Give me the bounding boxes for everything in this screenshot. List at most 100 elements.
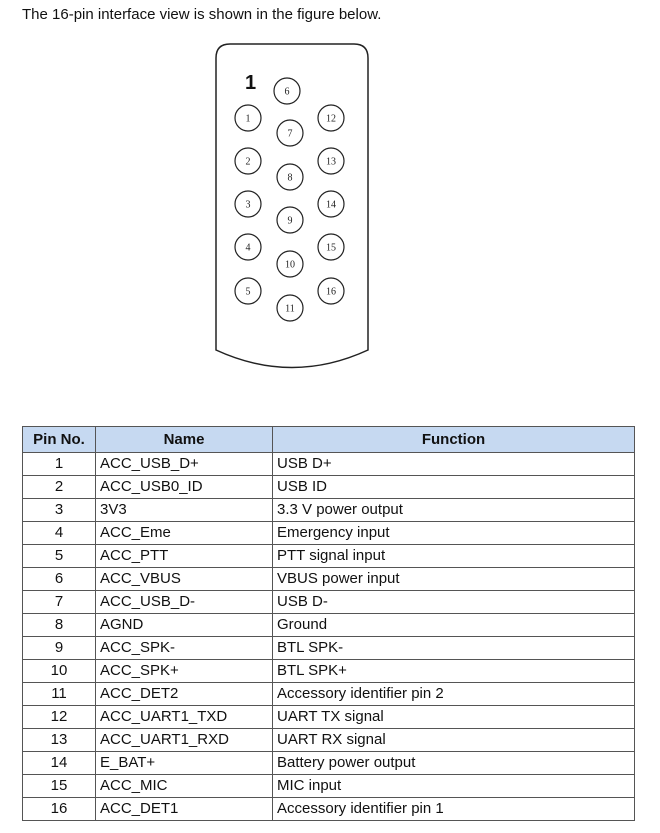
pin-circle <box>276 250 304 278</box>
pin-name-cell: ACC_MIC <box>95 774 273 798</box>
pin-13: 13 <box>317 147 345 175</box>
pin-name-cell: AGND <box>95 613 273 637</box>
pin-circle <box>317 233 345 261</box>
header-function: Function <box>272 426 635 453</box>
pin-function-cell: Accessory identifier pin 1 <box>272 797 635 821</box>
pin-name-cell: ACC_DET1 <box>95 797 273 821</box>
pin-name-cell: E_BAT+ <box>95 751 273 775</box>
pin-circle <box>317 277 345 305</box>
pin-number-cell: 11 <box>22 682 96 706</box>
pin-number-cell: 8 <box>22 613 96 637</box>
pin-number-cell: 9 <box>22 636 96 660</box>
pin-number-label: 12 <box>326 114 336 125</box>
header-name: Name <box>95 426 273 453</box>
pin-number-cell: 2 <box>22 475 96 499</box>
pin-function-cell: Emergency input <box>272 521 635 545</box>
pin-15: 15 <box>317 233 345 261</box>
pin-function-cell: USB D- <box>272 590 635 614</box>
pin-2: 2 <box>234 147 262 175</box>
pin-number-cell: 12 <box>22 705 96 729</box>
pin-circle <box>317 147 345 175</box>
pin-number-label: 3 <box>246 200 251 211</box>
pin-name-cell: ACC_SPK- <box>95 636 273 660</box>
connector-outline <box>215 43 369 369</box>
pin-6: 6 <box>273 77 301 105</box>
pin-circle <box>276 163 304 191</box>
pin-circle <box>234 233 262 261</box>
pin-function-cell: VBUS power input <box>272 567 635 591</box>
pin-number-cell: 13 <box>22 728 96 752</box>
pin-16: 16 <box>317 277 345 305</box>
pin-number-label: 15 <box>326 243 336 254</box>
pin-number-label: 4 <box>246 243 251 254</box>
pin-number-cell: 7 <box>22 590 96 614</box>
pin-name-cell: ACC_Eme <box>95 521 273 545</box>
pin-circle <box>273 77 301 105</box>
pin-number-cell: 10 <box>22 659 96 683</box>
pin-number-cell: 14 <box>22 751 96 775</box>
pin-number-cell: 15 <box>22 774 96 798</box>
pin-number-label: 6 <box>285 87 290 98</box>
pin-number-label: 11 <box>285 304 295 315</box>
pin-number-cell: 1 <box>22 452 96 476</box>
pin-8: 8 <box>276 163 304 191</box>
pin-circle <box>276 206 304 234</box>
pin-name-cell: ACC_USB0_ID <box>95 475 273 499</box>
pin-circle <box>234 190 262 218</box>
pin-11: 11 <box>276 294 304 322</box>
pin-function-cell: BTL SPK+ <box>272 659 635 683</box>
pin-function-cell: Accessory identifier pin 2 <box>272 682 635 706</box>
pin-number-cell: 4 <box>22 521 96 545</box>
pin-circle <box>234 104 262 132</box>
pin-circle <box>234 147 262 175</box>
header-pin-no: Pin No. <box>22 426 96 453</box>
pin-function-cell: MIC input <box>272 774 635 798</box>
pin-function-cell: 3.3 V power output <box>272 498 635 522</box>
pin-number-cell: 3 <box>22 498 96 522</box>
pin-circle <box>317 104 345 132</box>
pin-circle <box>276 119 304 147</box>
pin-name-cell: ACC_PTT <box>95 544 273 568</box>
pin-number-label: 1 <box>246 114 251 125</box>
pin-function-cell: Battery power output <box>272 751 635 775</box>
pin-number-label: 13 <box>326 157 336 168</box>
pin-function-cell: Ground <box>272 613 635 637</box>
pin-number-label: 16 <box>326 287 336 298</box>
pin-circle <box>276 294 304 322</box>
pin-number-label: 9 <box>288 216 293 227</box>
intro-text: The 16-pin interface view is shown in th… <box>22 6 382 23</box>
pin-name-cell: ACC_UART1_TXD <box>95 705 273 729</box>
pin-number-cell: 6 <box>22 567 96 591</box>
pin-function-cell: UART RX signal <box>272 728 635 752</box>
pin-number-label: 14 <box>326 200 336 211</box>
pin-function-cell: BTL SPK- <box>272 636 635 660</box>
pin-name-cell: 3V3 <box>95 498 273 522</box>
pin-number-label: 5 <box>246 287 251 298</box>
pin-name-cell: ACC_SPK+ <box>95 659 273 683</box>
pin-number-label: 2 <box>246 157 251 168</box>
pin-function-cell: UART TX signal <box>272 705 635 729</box>
pin-name-cell: ACC_USB_D- <box>95 590 273 614</box>
pin-number-cell: 16 <box>22 797 96 821</box>
pin-circle <box>234 277 262 305</box>
pin-number-label: 7 <box>288 129 293 140</box>
table-header-row: Pin No. Name Function <box>22 426 635 453</box>
pin-14: 14 <box>317 190 345 218</box>
pin-name-cell: ACC_DET2 <box>95 682 273 706</box>
pin-number-cell: 5 <box>22 544 96 568</box>
